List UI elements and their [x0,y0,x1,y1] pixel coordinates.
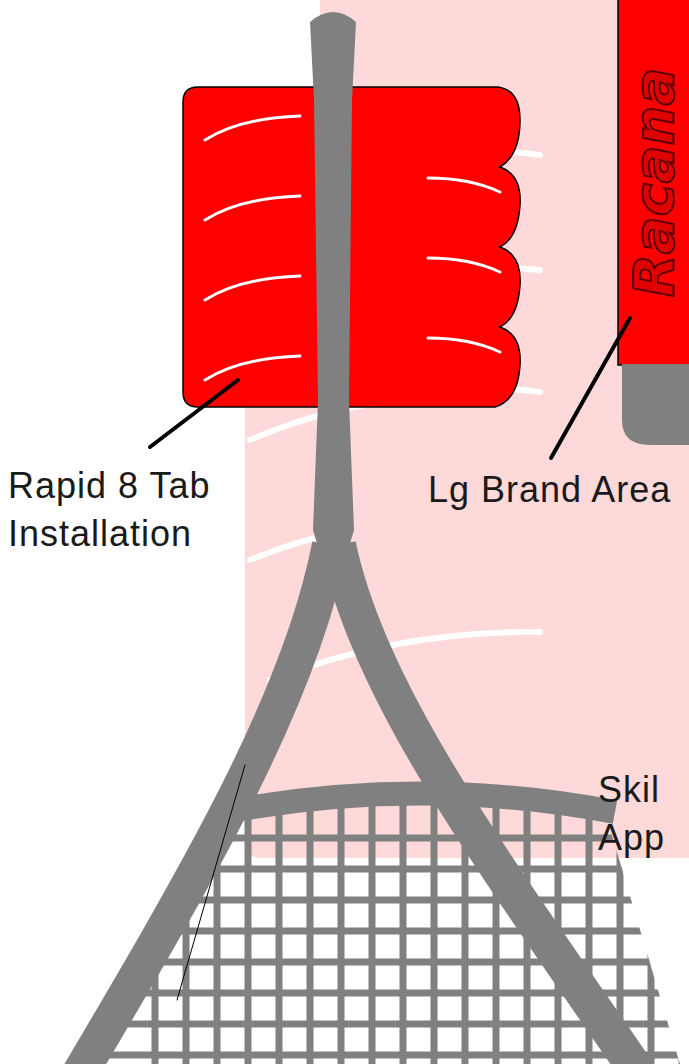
handle-shaft [310,12,356,560]
frame-bridge [225,794,615,813]
callout-label: Lg Brand Area [428,466,686,514]
handle-butt [622,364,689,445]
tab-seams [205,116,500,380]
leader-lines [150,318,630,1000]
brand-area-box: Racana [618,0,689,365]
brand-area [618,0,689,365]
frame-arms [70,545,650,1064]
brand-logo: Racana [621,68,686,298]
callout-label: Skil App [598,766,686,862]
callout-label: Rapid 8 Tab Installation [8,462,248,558]
